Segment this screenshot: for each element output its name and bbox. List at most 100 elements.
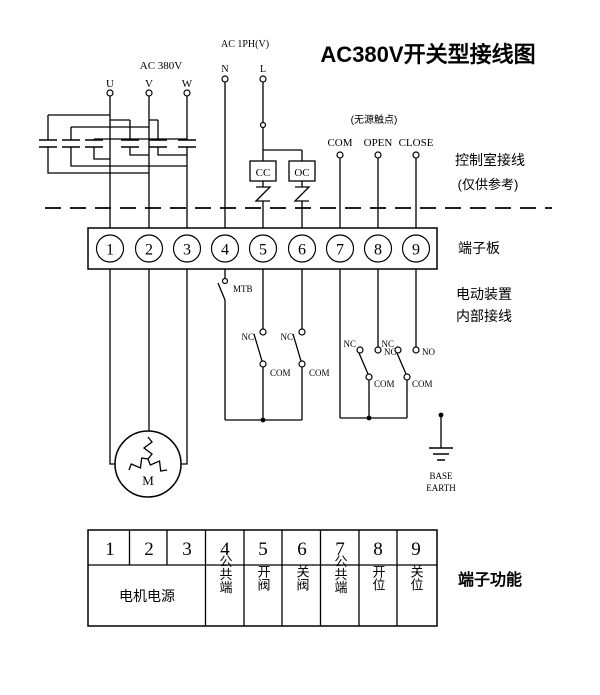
- ac1ph-label: AC 1PH(V): [221, 39, 269, 50]
- terminal-circle-4: [210, 234, 240, 263]
- control-room-note-2: (仅供参考): [458, 177, 519, 192]
- limit-close-com-contact: [298, 360, 306, 368]
- terminal-number-1: 1: [106, 242, 114, 259]
- diagram-title: AC380V开关型接线图: [320, 42, 535, 67]
- earth-label-earth: EARTH: [426, 483, 456, 493]
- pos-open-no-contact: [374, 346, 382, 354]
- table-number-3: 3: [182, 539, 192, 560]
- table-number-2: 2: [144, 539, 154, 560]
- phase-wires: [109, 96, 188, 465]
- cc-breaker-symbol: [254, 186, 272, 202]
- phase-u-label: U: [106, 78, 114, 90]
- limit-close-com-label: COM: [309, 368, 330, 378]
- terminal-circle-7: [325, 234, 355, 263]
- pos-open-nc-contact: [356, 346, 364, 354]
- pos-close-nc-contact: [394, 346, 402, 354]
- limit-open-com-contact: [259, 360, 267, 368]
- limit-open-com-label: COM: [270, 368, 291, 378]
- ac380-label: AC 380V: [140, 60, 183, 72]
- table-number-9: 9: [411, 539, 421, 560]
- table-function-5: 开阀: [256, 565, 271, 591]
- terminal-number-6: 6: [298, 242, 306, 259]
- pos-close-no-contact: [412, 346, 420, 354]
- terminal-number-7: 7: [336, 242, 344, 259]
- limit-open-nc-label: NC: [241, 332, 254, 342]
- pos-open-com-contact: [365, 373, 373, 381]
- pos-open-nc-label: NC: [343, 339, 356, 349]
- terminal-number-9: 9: [412, 242, 420, 259]
- motor-winding-2: [147, 458, 168, 472]
- close-input-label: CLOSE: [399, 137, 434, 149]
- internal-note-1: 电动装置: [456, 286, 512, 302]
- passive-contacts-label: (无源触点): [351, 113, 398, 126]
- function-table: [87, 529, 438, 627]
- terminal-circle-9: [401, 234, 431, 263]
- capacitor-plates: [39, 139, 196, 148]
- n-terminal-circle: [221, 75, 229, 83]
- mtb-label: MTB: [233, 284, 253, 294]
- terminal-board-label: 端子板: [458, 240, 500, 256]
- table-function-8: 开位: [371, 565, 386, 591]
- limit-open-nc-contact: [259, 328, 267, 336]
- earth-symbol: [429, 447, 453, 461]
- l-label: L: [260, 64, 266, 75]
- pos-close-com-contact: [403, 373, 411, 381]
- table-function-4: 公共端: [218, 555, 233, 594]
- terminal-circle-3: [172, 234, 202, 263]
- close-terminal-circle: [412, 151, 420, 159]
- table-number-5: 5: [258, 539, 268, 560]
- motor-circle: [114, 430, 182, 498]
- internal-wires: [224, 269, 442, 448]
- com-terminal-circle: [336, 151, 344, 159]
- table-function-9: 关位: [409, 565, 424, 591]
- limit-close-nc-label: NC: [280, 332, 293, 342]
- pos-close-no-label: NO: [422, 347, 435, 357]
- cc-coil-box: [249, 160, 277, 182]
- control-room-note-1: 控制室接线: [455, 152, 525, 168]
- table-number-1: 1: [105, 539, 115, 560]
- table-number-8: 8: [373, 539, 383, 560]
- earth-label-base: BASE: [429, 471, 453, 481]
- motor-windings: [128, 436, 168, 472]
- cc-coil-label: CC: [256, 167, 271, 179]
- phase-u-terminal-circle: [106, 89, 114, 97]
- n-label: N: [221, 64, 228, 75]
- l-connector-circle: [259, 121, 267, 129]
- pos-open-com-label: COM: [374, 379, 395, 389]
- limit-close-nc-contact: [298, 328, 306, 336]
- terminal-circle-1: [95, 234, 125, 263]
- table-function-6: 关阀: [295, 565, 310, 591]
- table-number-6: 6: [297, 539, 307, 560]
- oc-coil-label: OC: [294, 167, 309, 179]
- terminal-circle-8: [363, 234, 393, 263]
- earth-junction-dot: [438, 412, 444, 418]
- motor-winding-3: [128, 457, 149, 471]
- com-input-label: COM: [327, 137, 352, 149]
- phase-v-terminal-circle: [145, 89, 153, 97]
- control-wires: [224, 82, 417, 228]
- table-motor-power-label: 电机电源: [119, 588, 175, 604]
- junction-dot-2: [366, 415, 372, 421]
- terminal-circle-5: [248, 234, 278, 263]
- open-terminal-circle: [374, 151, 382, 159]
- motor-label: M: [142, 473, 154, 488]
- table-title-label: 端子功能: [458, 570, 522, 589]
- terminal-number-3: 3: [183, 242, 191, 259]
- capacitor-wires: [47, 114, 187, 174]
- function-table-grid: [88, 530, 437, 626]
- phase-v-label: V: [145, 78, 153, 90]
- mtb-contact-circle: [221, 277, 229, 285]
- terminal-number-4: 4: [221, 242, 229, 259]
- pos-close-nc-label: NC: [381, 339, 394, 349]
- junction-dot-1: [260, 417, 266, 423]
- switch-blades: [217, 282, 407, 375]
- motor-winding-1: [142, 436, 153, 460]
- pos-open-no-label: NO: [384, 347, 397, 357]
- terminal-circle-2: [134, 234, 164, 263]
- terminal-number-2: 2: [145, 242, 153, 259]
- internal-note-2: 内部接线: [456, 308, 512, 324]
- table-number-4: 4: [220, 539, 230, 560]
- terminal-circle-6: [287, 234, 317, 263]
